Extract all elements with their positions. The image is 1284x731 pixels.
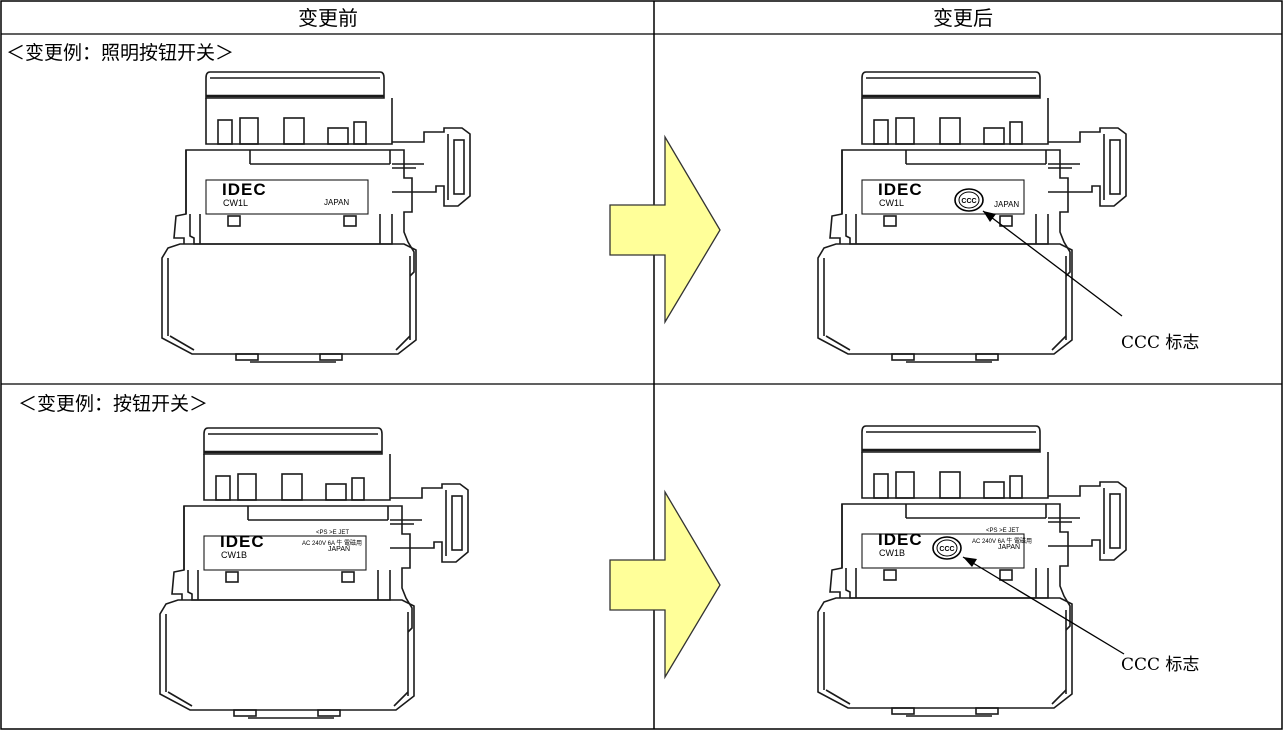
ccc-pointer-line-1 (982, 210, 1123, 317)
row2-after-label: IDEC CW1B <PS >E JET AC 240V 6A 牛 電磁用 JA… (878, 528, 1038, 566)
ccc-pointer-arrowhead-2 (963, 557, 977, 567)
origin-text: JAPAN (994, 200, 1020, 209)
brand-logo: IDEC (222, 180, 267, 199)
rating-line-2: AC 240V 6A 牛 電磁用 (302, 541, 363, 547)
brand-logo: IDEC (878, 180, 923, 199)
rating-line-1: <PS >E JET (316, 530, 350, 536)
ccc-label-1: CCC 标志 (1121, 333, 1200, 353)
brand-logo: IDEC (878, 530, 923, 549)
change-arrow-2 (609, 491, 721, 678)
model-text: CW1L (223, 198, 249, 208)
ccc-label-2: CCC 标志 (1121, 655, 1200, 675)
origin-text: JAPAN (998, 544, 1021, 551)
ccc-pointer-arrowhead-1 (983, 211, 996, 222)
rating-line-1: <PS >E JET (986, 528, 1020, 534)
model-text: CW1B (879, 548, 906, 558)
origin-text: JAPAN (328, 546, 351, 553)
row1-after-switch-drawing (816, 70, 1128, 364)
row1-before-label: IDEC CW1L JAPAN (222, 180, 362, 212)
row2-before-switch-drawing (158, 426, 470, 720)
change-arrow-1 (609, 136, 721, 323)
origin-text: JAPAN (324, 198, 350, 207)
row1-before-switch-drawing (160, 70, 472, 364)
header-before: 变更前 (298, 6, 358, 30)
ccc-pointer-line-2 (962, 556, 1125, 655)
row1-caption: ＜变更例：照明按钮开关＞ (6, 42, 235, 64)
row2-caption: ＜变更例：按钮开关＞ (18, 393, 209, 415)
model-text: CW1L (879, 198, 905, 208)
header-after: 变更后 (933, 6, 993, 30)
brand-logo: IDEC (220, 532, 265, 551)
model-text: CW1B (221, 550, 248, 560)
row2-after-switch-drawing (816, 424, 1128, 718)
rating-line-2: AC 240V 6A 牛 電磁用 (972, 539, 1033, 545)
row1-after-label: IDEC CW1L JAPAN (878, 180, 1028, 212)
row2-before-label: IDEC CW1B <PS >E JET AC 240V 6A 牛 電磁用 JA… (220, 530, 370, 568)
